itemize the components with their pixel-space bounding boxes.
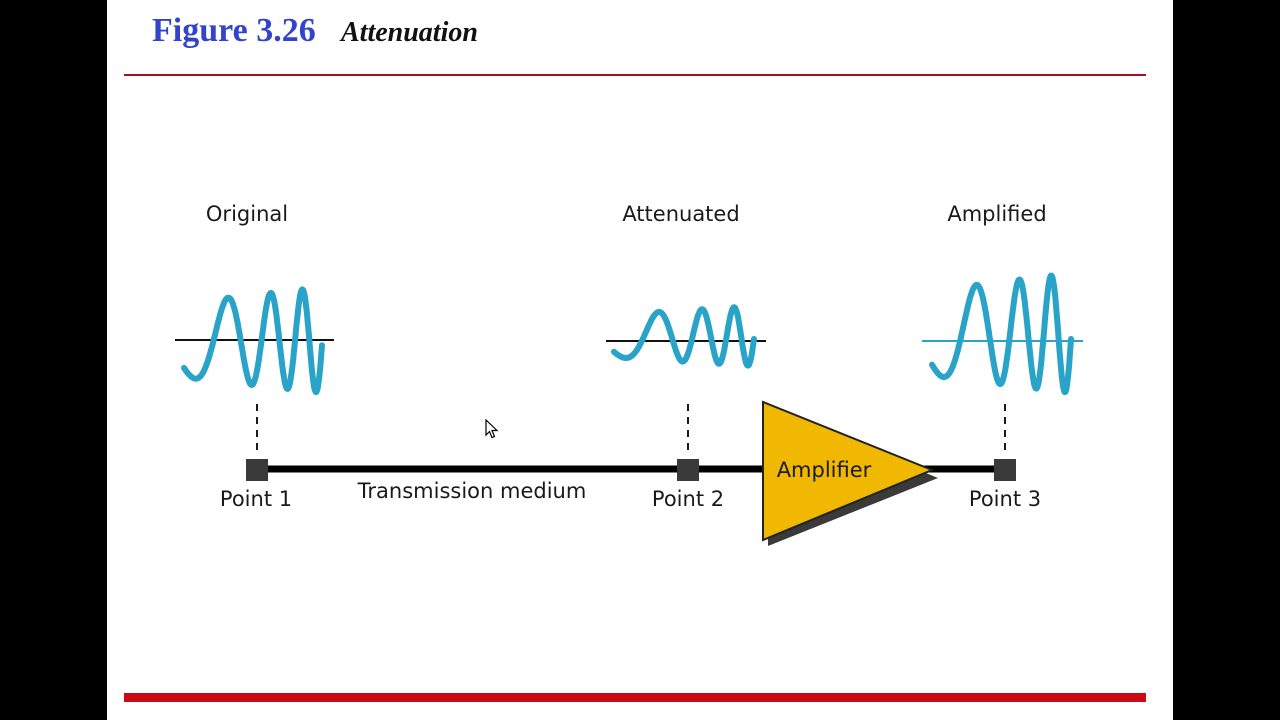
figure-title: Attenuation	[341, 17, 478, 48]
bottom-divider	[124, 693, 1146, 702]
medium-label: Transmission medium	[357, 479, 587, 503]
point-2-marker	[677, 459, 699, 481]
amplifier-triangle	[762, 400, 935, 542]
attenuated-label: Attenuated	[622, 202, 739, 226]
point-3-label: Point 3	[969, 487, 1041, 511]
original-signal-wave	[181, 286, 325, 395]
amplified-label: Amplified	[947, 202, 1046, 226]
attenuated-signal-wave	[611, 304, 757, 369]
top-divider	[124, 74, 1146, 76]
point-2-label: Point 2	[652, 487, 724, 511]
point-3-marker	[994, 459, 1016, 481]
amplified-signal-wave	[929, 272, 1074, 396]
figure-number: Figure 3.26	[152, 12, 316, 49]
point-1-label: Point 1	[220, 487, 292, 511]
mouse-pointer-icon	[485, 419, 499, 439]
amplifier-label: Amplifier	[777, 458, 872, 482]
original-label: Original	[206, 202, 288, 226]
point-1-marker	[246, 459, 268, 481]
